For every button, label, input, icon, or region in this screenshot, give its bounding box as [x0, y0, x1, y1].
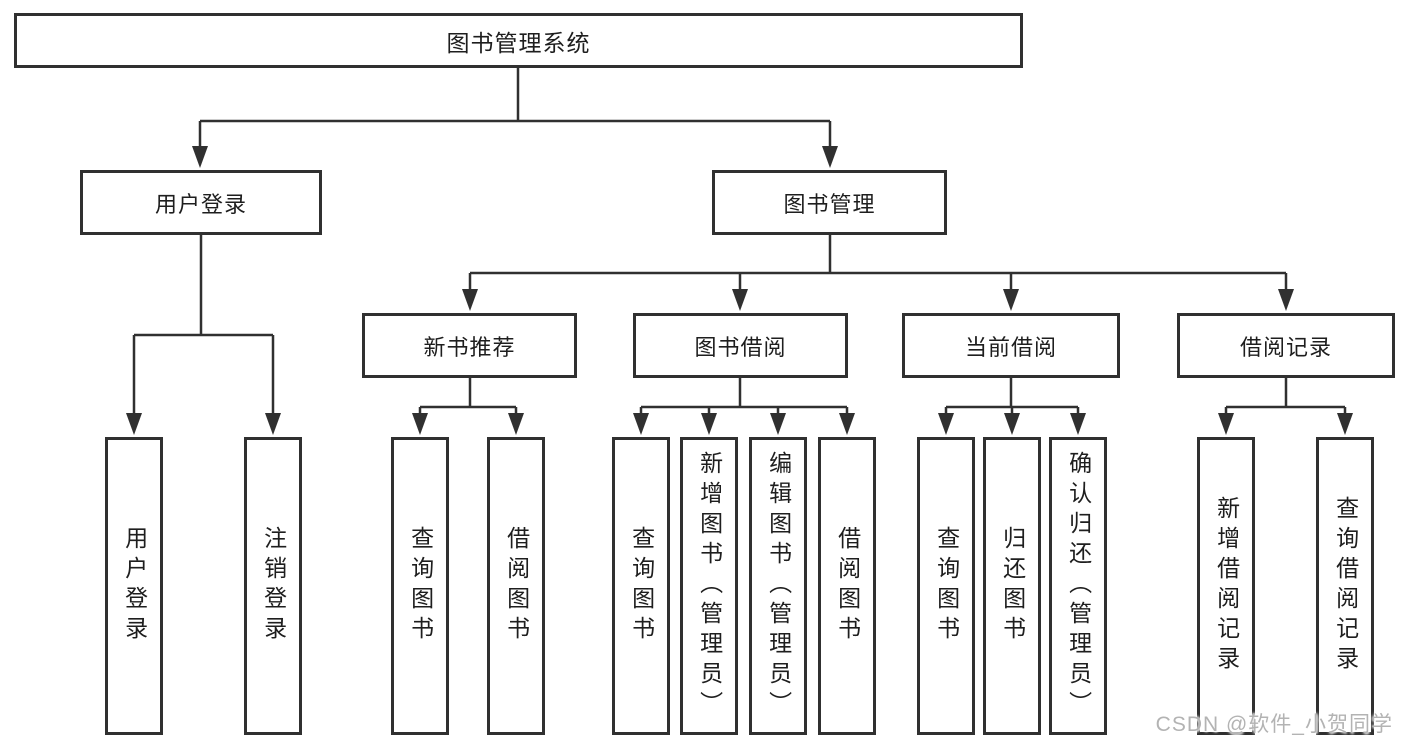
node-book-management-label: 图书管理 [783, 191, 876, 217]
leaf-query-books-current-label: 查询图书 [933, 526, 960, 646]
leaf-query-borrow-record: 查询借阅记录 [1316, 437, 1374, 735]
node-new-book-recommend-label: 新书推荐 [423, 334, 516, 360]
node-current-borrow-label: 当前借阅 [964, 334, 1057, 360]
leaf-query-books-recommend-label: 查询图书 [407, 526, 434, 646]
node-user-login: 用户登录 [80, 170, 322, 235]
leaf-user-login-label: 用户登录 [121, 526, 148, 646]
leaf-confirm-return-admin: 确认归还（管理员） [1049, 437, 1107, 735]
edge-currentborrow-to-leaves [938, 378, 1086, 435]
leaf-query-borrow-record-label: 查询借阅记录 [1332, 496, 1359, 676]
leaf-query-books-current: 查询图书 [917, 437, 975, 735]
leaf-edit-book-admin-label: 编辑图书（管理员） [765, 451, 792, 721]
node-user-login-label: 用户登录 [154, 191, 247, 217]
leaf-add-borrow-record: 新增借阅记录 [1197, 437, 1255, 735]
leaf-query-books-borrow: 查询图书 [612, 437, 670, 735]
leaf-edit-book-admin: 编辑图书（管理员） [749, 437, 807, 735]
leaf-borrow-books-label: 借阅图书 [834, 526, 861, 646]
leaf-add-borrow-record-label: 新增借阅记录 [1213, 496, 1240, 676]
leaf-user-login: 用户登录 [105, 437, 163, 735]
leaf-confirm-return-admin-label: 确认归还（管理员） [1065, 451, 1092, 721]
node-borrow-records-label: 借阅记录 [1239, 334, 1332, 360]
csdn-watermark: CSDN @软件_小贺同学 [1155, 713, 1393, 736]
node-current-borrow: 当前借阅 [902, 313, 1120, 378]
leaf-borrow-books: 借阅图书 [818, 437, 876, 735]
leaf-add-book-admin: 新增图书（管理员） [680, 437, 738, 735]
leaf-borrow-books-recommend-label: 借阅图书 [503, 526, 530, 646]
leaf-add-book-admin-label: 新增图书（管理员） [696, 451, 723, 721]
node-book-borrow-label: 图书借阅 [694, 334, 787, 360]
leaf-return-book-label: 归还图书 [999, 526, 1026, 646]
node-borrow-records: 借阅记录 [1177, 313, 1395, 378]
node-book-borrow: 图书借阅 [633, 313, 848, 378]
leaf-return-book: 归还图书 [983, 437, 1041, 735]
edge-bookborrow-to-leaves [633, 378, 855, 435]
edge-bookmgmt-to-level3 [462, 235, 1294, 311]
edge-newbook-to-leaves [412, 378, 524, 435]
leaf-query-books-borrow-label: 查询图书 [628, 526, 655, 646]
node-book-management: 图书管理 [712, 170, 947, 235]
edge-borrowrecords-to-leaves [1218, 378, 1353, 435]
leaf-logout: 注销登录 [244, 437, 302, 735]
edge-userlogin-to-leaves [126, 235, 281, 435]
edge-root-to-level2 [192, 68, 838, 168]
node-root: 图书管理系统 [14, 13, 1023, 68]
leaf-borrow-books-recommend: 借阅图书 [487, 437, 545, 735]
leaf-query-books-recommend: 查询图书 [391, 437, 449, 735]
node-root-label: 图书管理系统 [446, 29, 591, 56]
leaf-logout-label: 注销登录 [260, 526, 287, 646]
node-new-book-recommend: 新书推荐 [362, 313, 577, 378]
